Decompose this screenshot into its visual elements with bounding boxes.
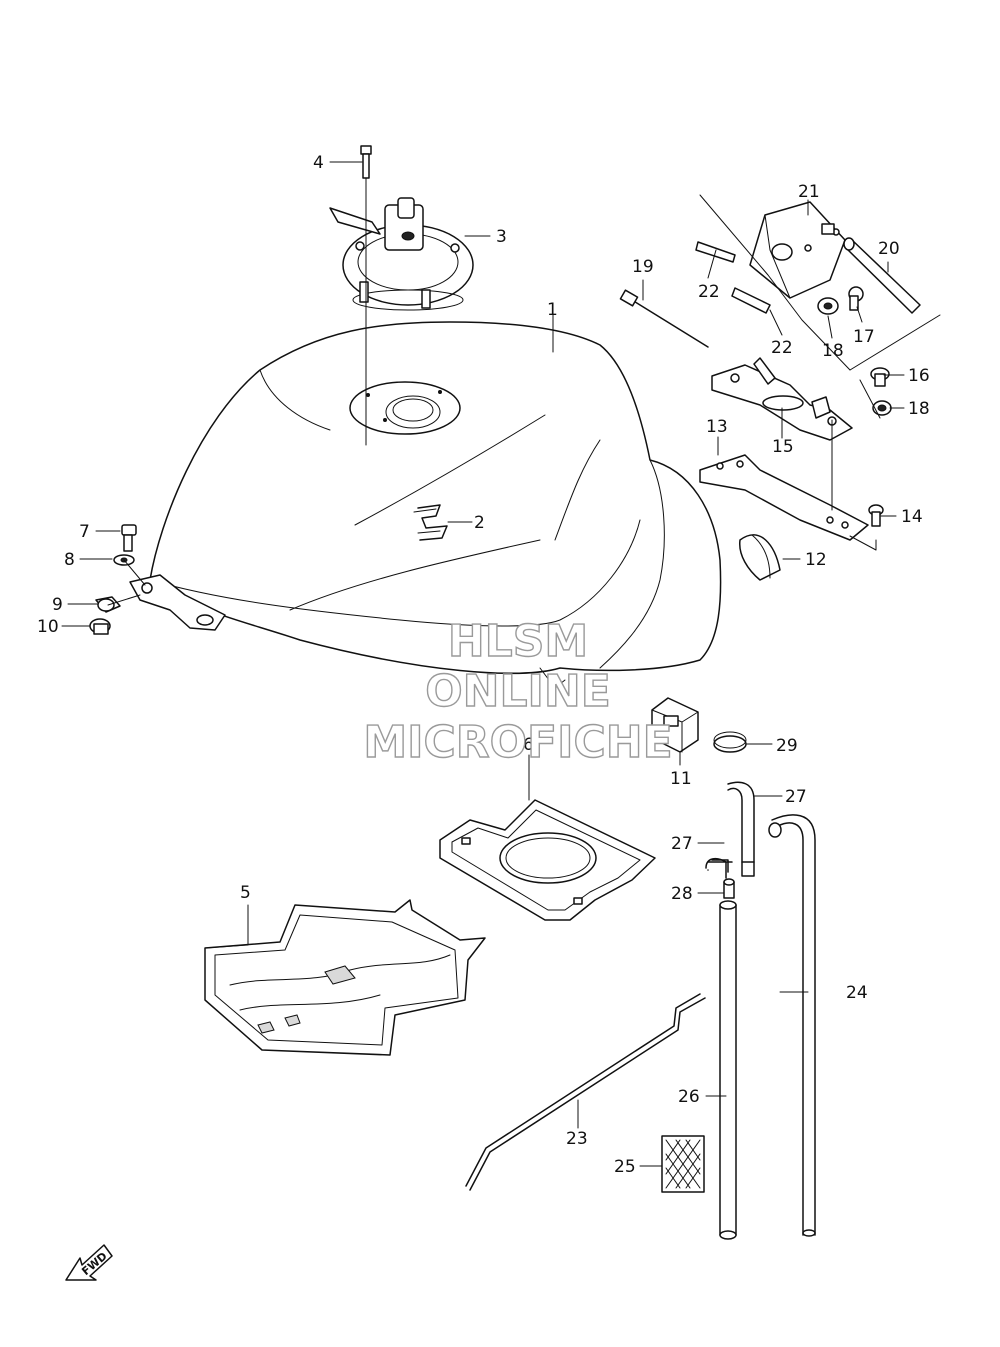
label-part-18: 18 bbox=[908, 399, 930, 419]
label-part-12: 12 bbox=[805, 550, 827, 570]
label-part-4: 4 bbox=[313, 153, 324, 173]
label-part-19: 19 bbox=[632, 257, 654, 277]
label-part-9: 9 bbox=[52, 595, 63, 615]
mount-hardware-drawing bbox=[89, 524, 146, 635]
label-part-1: 1 bbox=[547, 300, 558, 320]
label-part-27: 27 bbox=[785, 787, 807, 807]
watermark-line1: HLSM bbox=[448, 616, 588, 667]
label-part-3: 3 bbox=[496, 227, 507, 247]
label-part-26: 26 bbox=[678, 1087, 700, 1107]
hinge-assembly-drawing bbox=[619, 194, 941, 581]
label-part-16: 16 bbox=[908, 366, 930, 386]
label-part-22b: 22 bbox=[771, 338, 793, 358]
label-part-25: 25 bbox=[614, 1157, 636, 1177]
label-part-2: 2 bbox=[474, 513, 485, 533]
label-part-14: 14 bbox=[901, 507, 923, 527]
label-part-7: 7 bbox=[79, 522, 90, 542]
label-part-8: 8 bbox=[64, 550, 75, 570]
label-part-18b: 18 bbox=[822, 341, 844, 361]
leader-lines bbox=[61, 161, 905, 1167]
label-part-13: 13 bbox=[706, 417, 728, 437]
label-part-24: 24 bbox=[846, 983, 868, 1003]
label-part-27b: 27 bbox=[671, 834, 693, 854]
fuel-cap-drawing bbox=[329, 145, 474, 446]
label-part-10: 10 bbox=[37, 617, 59, 637]
label-part-28: 28 bbox=[671, 884, 693, 904]
label-part-23: 23 bbox=[566, 1129, 588, 1149]
label-part-5: 5 bbox=[240, 883, 251, 903]
fuel-tank-drawing bbox=[129, 321, 722, 689]
label-part-21: 21 bbox=[798, 182, 820, 202]
label-part-17: 17 bbox=[853, 327, 875, 347]
part-number-labels: 1 2 3 4 5 6 7 8 9 10 11 12 13 14 15 16 1… bbox=[37, 153, 930, 1177]
cushion-parts-drawing bbox=[651, 697, 747, 753]
label-part-22: 22 bbox=[698, 282, 720, 302]
label-part-15: 15 bbox=[772, 437, 794, 457]
lower-protector-drawing bbox=[204, 899, 486, 1056]
label-part-20: 20 bbox=[878, 239, 900, 259]
upper-protector-drawing bbox=[439, 799, 656, 921]
hoses-drawing bbox=[705, 781, 816, 1240]
label-part-6: 6 bbox=[523, 735, 534, 755]
watermark-line3: MICROFICHE bbox=[363, 717, 672, 768]
watermark: HLSM ONLINE MICROFICHE bbox=[363, 615, 674, 768]
watermark-line2: ONLINE bbox=[425, 666, 611, 717]
emblem-drawing bbox=[413, 504, 448, 541]
label-part-29: 29 bbox=[776, 736, 798, 756]
fwd-arrow: FWD bbox=[65, 1244, 113, 1281]
mesh-pad-drawing bbox=[661, 1135, 705, 1193]
label-part-11: 11 bbox=[670, 769, 692, 789]
prop-rod-drawing bbox=[465, 993, 706, 1191]
